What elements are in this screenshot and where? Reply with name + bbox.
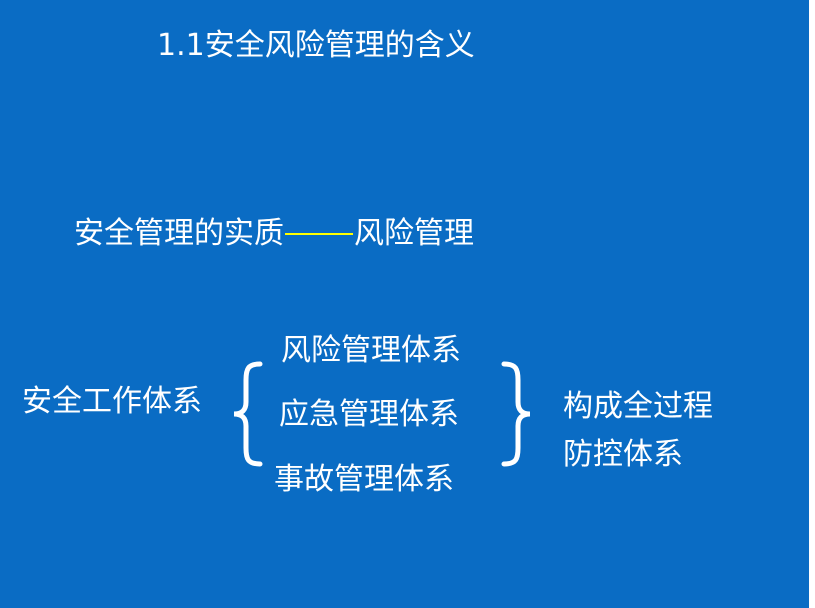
essence-line: 安全管理的实质 风险管理	[74, 215, 474, 253]
left-brace-icon	[233, 361, 263, 467]
result-line-1: 构成全过程	[563, 389, 713, 424]
essence-right-text: 风险管理	[354, 216, 474, 251]
right-brace-icon	[501, 361, 531, 467]
subsystem-emergency: 应急管理体系	[279, 397, 459, 432]
system-label: 安全工作体系	[22, 384, 202, 419]
result-line-2: 防控体系	[563, 437, 683, 472]
essence-left-text: 安全管理的实质	[74, 216, 284, 251]
subsystem-risk: 风险管理体系	[281, 333, 461, 368]
slide-title: 1.1安全风险管理的含义	[157, 28, 475, 63]
subsystem-accident: 事故管理体系	[274, 462, 454, 497]
result-label: 构成全过程 防控体系	[563, 383, 713, 479]
em-dash-connector	[285, 232, 353, 235]
